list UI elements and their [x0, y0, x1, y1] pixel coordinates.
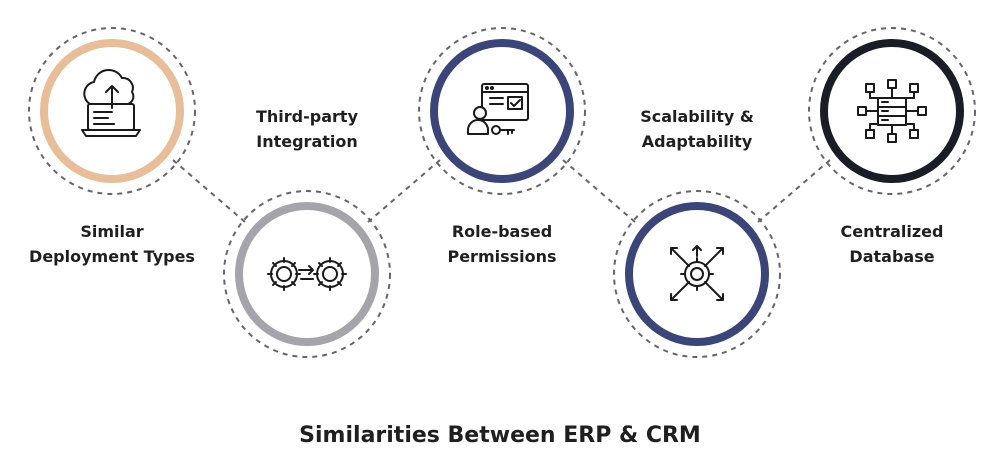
user-key-browser-icon	[467, 83, 529, 135]
node-integration	[223, 190, 391, 358]
label-deployment: Similar Deployment Types	[17, 219, 207, 269]
label-line: Integration	[256, 132, 358, 151]
connector-3	[562, 159, 636, 223]
ring-grey	[235, 202, 379, 346]
gears-link-icon	[267, 257, 347, 291]
label-scalability: Scalability & Adaptability	[602, 104, 792, 154]
ring-black	[820, 39, 964, 183]
label-line: Permissions	[447, 247, 557, 266]
connector-1	[172, 159, 246, 223]
label-line: Third-party	[256, 107, 358, 126]
label-line: Centralized	[840, 222, 944, 241]
ring-navy	[430, 39, 574, 183]
page-title: Similarities Between ERP & CRM	[299, 423, 701, 448]
label-database: Centralized Database	[797, 219, 987, 269]
cloud-upload-laptop-icon	[81, 68, 141, 137]
label-line: Scalability &	[640, 107, 754, 126]
dotted-ring	[808, 27, 976, 195]
node-permissions	[418, 27, 586, 195]
gear-expand-arrows-icon	[670, 245, 724, 301]
label-line: Deployment Types	[29, 247, 195, 266]
label-line: Adaptability	[641, 132, 753, 151]
label-integration: Third-party Integration	[212, 104, 402, 154]
label-permissions: Role-based Permissions	[407, 219, 597, 269]
label-line: Similar	[80, 222, 144, 241]
dotted-ring	[28, 27, 196, 195]
node-scalability	[613, 190, 781, 358]
dotted-ring	[613, 190, 781, 358]
ring-navy	[625, 202, 769, 346]
dotted-ring	[223, 190, 391, 358]
node-database	[808, 27, 976, 195]
node-deployment	[28, 27, 196, 195]
server-network-icon	[857, 79, 927, 143]
connector-2	[367, 159, 441, 223]
label-line: Role-based	[451, 222, 553, 241]
connector-4	[757, 159, 831, 223]
dotted-ring	[418, 27, 586, 195]
label-line: Database	[849, 247, 935, 266]
